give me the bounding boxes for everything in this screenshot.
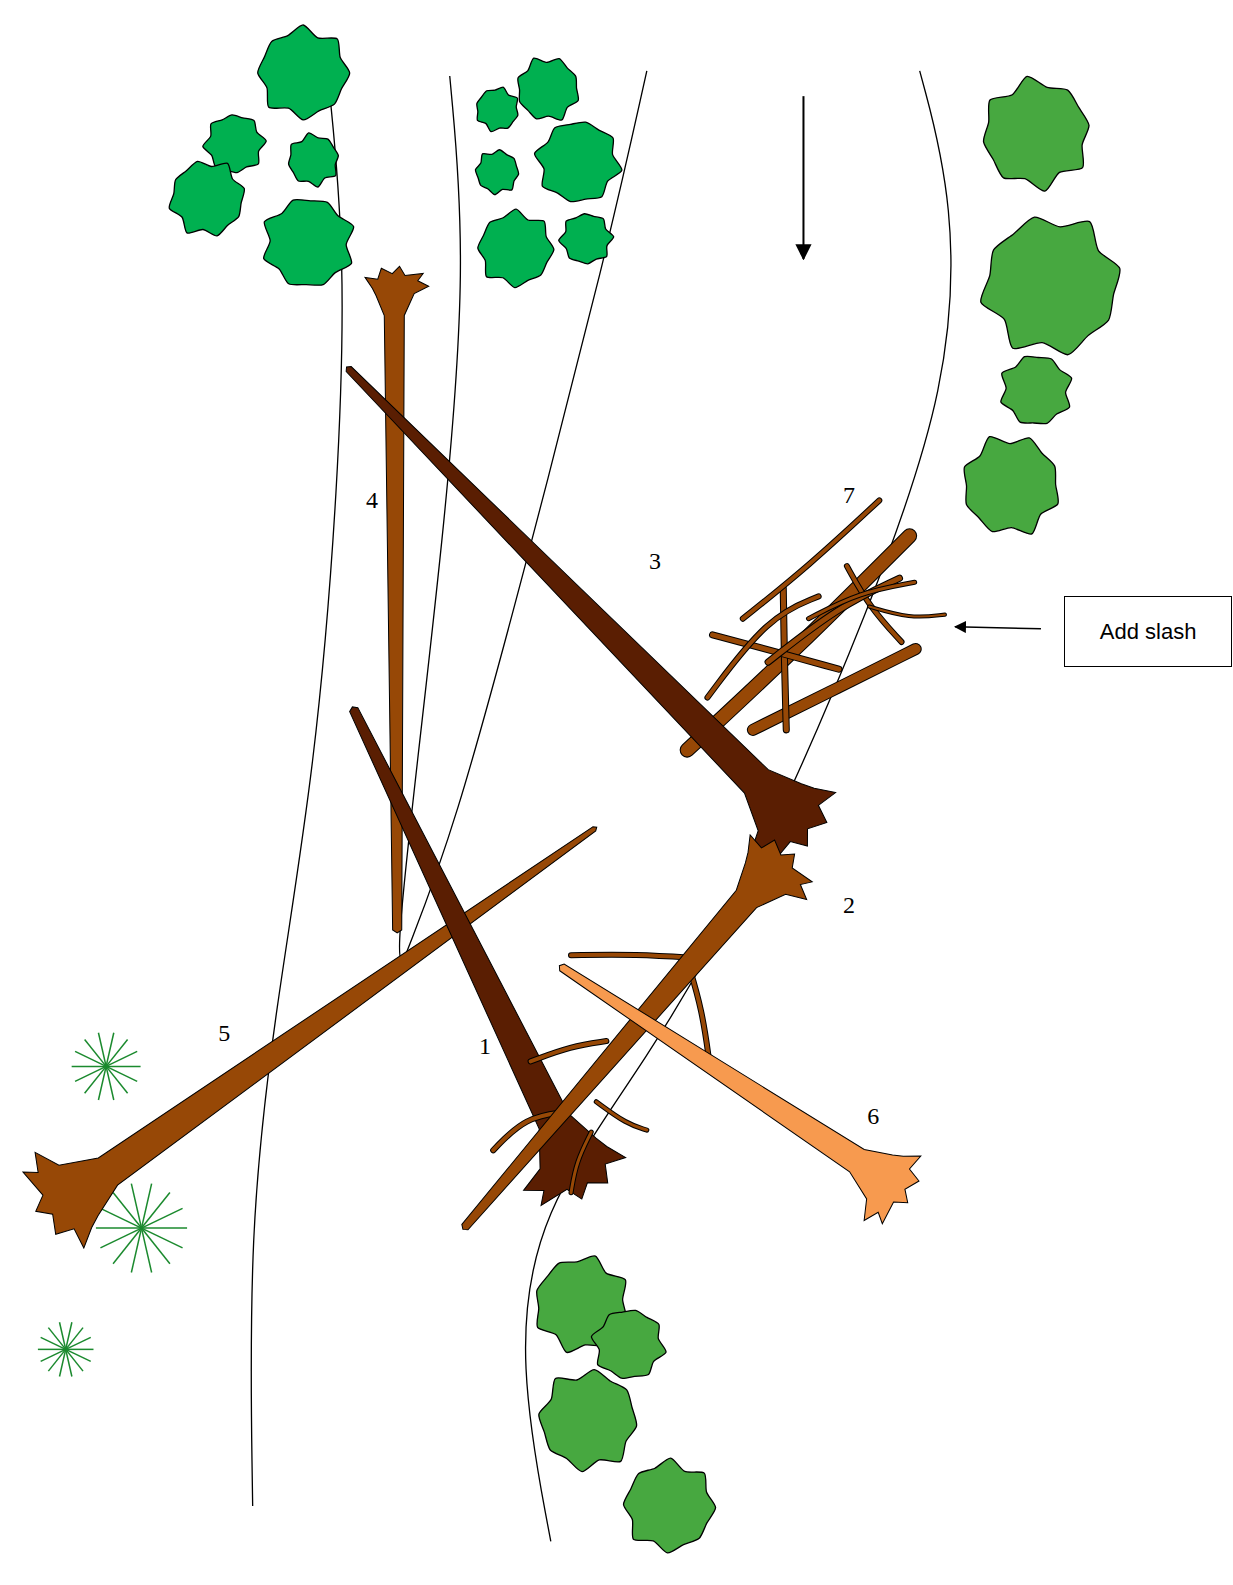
pine-needle [75, 1066, 106, 1081]
pine-needle [106, 1039, 127, 1066]
callout-number: 2 [843, 893, 855, 917]
bank-line [251, 81, 342, 1506]
tree-crown [258, 25, 350, 120]
pine-needle [85, 1066, 106, 1093]
tree-crown [981, 217, 1120, 355]
tree-crown [477, 87, 518, 132]
pine-needle [141, 1227, 187, 1229]
pine-needle [131, 1184, 141, 1228]
callout-number: 7 [843, 483, 855, 507]
branch-outline [753, 649, 916, 730]
pine-needle [48, 1349, 65, 1371]
pine-needle [38, 1349, 66, 1351]
callout-number: 3 [649, 549, 661, 573]
pine-needle [60, 1322, 66, 1349]
tree-crown [539, 1370, 637, 1472]
branch [707, 596, 818, 697]
branch-outline [869, 607, 945, 617]
tree-crown [984, 76, 1090, 191]
pine-needle [72, 1066, 106, 1068]
tree-crown [264, 200, 354, 286]
tree-crown [475, 150, 518, 195]
pine-needle [113, 1228, 141, 1264]
callout-number: 5 [218, 1021, 230, 1045]
pine-needle [98, 1033, 106, 1067]
branch [571, 955, 697, 958]
branch-outline [571, 955, 697, 958]
pine-needle [141, 1228, 182, 1248]
tree-crown [1001, 356, 1072, 423]
stream-banks [251, 71, 951, 1542]
bank-line [404, 71, 647, 958]
pine-needle [75, 1051, 106, 1066]
tree-crown [591, 1310, 666, 1378]
note-text: Add slash [1100, 619, 1197, 645]
pine-needle [66, 1337, 91, 1349]
branch [531, 1041, 607, 1061]
tree-crown [478, 209, 554, 287]
callout-number: 1 [479, 1034, 491, 1058]
callout-number: 6 [867, 1104, 879, 1128]
branch-outline [809, 582, 915, 618]
log-2 [462, 835, 812, 1230]
flow-arrow [802, 96, 804, 259]
pine-needle [100, 1228, 141, 1248]
log-2-group [462, 835, 812, 1230]
branch [596, 1102, 647, 1130]
branch-outline [707, 596, 818, 697]
pine-needle [66, 1349, 72, 1376]
pine-needle [141, 1208, 182, 1228]
pine-needle [66, 1349, 94, 1351]
logs [23, 266, 945, 1248]
pine-needle [106, 1066, 137, 1081]
branch [571, 1132, 591, 1193]
pine-needle [96, 1227, 142, 1229]
branch-outline [571, 1132, 591, 1193]
pine-needle [106, 1051, 137, 1066]
log-3 [346, 367, 835, 866]
pine-needle [141, 1228, 151, 1272]
pine-needle [66, 1349, 91, 1361]
tree-crown [203, 115, 266, 173]
note-box: Add slash [1064, 596, 1232, 667]
tree-crown [289, 133, 339, 187]
pine-needle [100, 1208, 141, 1228]
trees [169, 25, 1120, 1553]
leader-arrow [955, 627, 1041, 629]
log-6 [559, 964, 920, 1224]
tree-crown [518, 58, 579, 120]
branch-outline [596, 1102, 647, 1130]
branch [687, 536, 909, 750]
branch [753, 649, 916, 730]
tree-crown [964, 437, 1058, 535]
callout-number: 4 [366, 488, 378, 512]
pine-needle [106, 1066, 140, 1068]
tree-crown [535, 122, 622, 202]
pine-needle [141, 1192, 169, 1228]
bank-line [526, 71, 951, 1542]
branch-outline [531, 1041, 607, 1061]
pine-needle [41, 1337, 66, 1349]
branch [809, 582, 915, 618]
slash-pile [687, 500, 945, 750]
pine-needle [106, 1066, 114, 1100]
tree-crown [624, 1458, 716, 1553]
tree-crown [169, 161, 244, 235]
tree-crown [559, 214, 614, 264]
branch [869, 607, 945, 617]
pine-needle [66, 1328, 83, 1350]
pine-needle [41, 1349, 66, 1361]
branch-outline [687, 536, 909, 750]
